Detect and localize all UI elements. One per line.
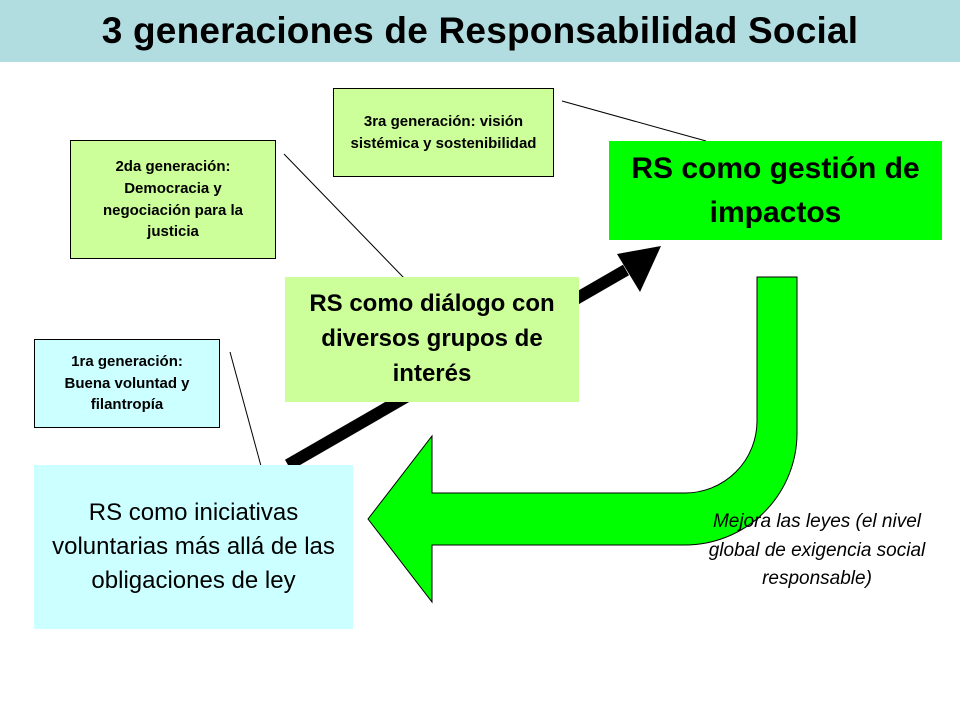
generation-3-label: 3ra generación: visión sistémica y soste…	[333, 88, 554, 177]
page-title: 3 generaciones de Responsabilidad Social	[101, 10, 859, 51]
leader-line-gen1	[229, 351, 262, 467]
generation-1-text: 1ra generación: Buena voluntad y filantr…	[64, 352, 190, 414]
improves-laws-note: Mejora las leyes (el nivel global de exi…	[708, 511, 926, 589]
progression-arrowhead-icon	[617, 246, 661, 292]
generation-1-label: 1ra generación: Buena voluntad y filantr…	[34, 339, 220, 428]
generation-2-label: 2da generación: Democracia y negociación…	[70, 140, 276, 259]
stage-stakeholder-dialogue: RS como diálogo con diversos grupos de i…	[285, 277, 579, 402]
title-bar: 3 generaciones de Responsabilidad Social	[0, 0, 960, 62]
stage-voluntary-initiatives: RS como iniciativas voluntarias más allá…	[34, 465, 353, 629]
stage-voluntary-initiatives-text: RS como iniciativas voluntarias más allá…	[52, 498, 335, 595]
generation-3-text: 3ra generación: visión sistémica y soste…	[350, 112, 537, 152]
leader-line-gen2	[283, 153, 405, 279]
stage-stakeholder-dialogue-text: RS como diálogo con diversos grupos de i…	[309, 290, 555, 387]
generation-2-text: 2da generación: Democracia y negociación…	[102, 158, 244, 241]
feedback-arrow-icon	[367, 276, 798, 604]
leader-line-gen3	[561, 100, 707, 142]
stage-impact-management-text: RS como gestión de impactos	[631, 152, 920, 229]
stage-impact-management: RS como gestión de impactos	[609, 141, 942, 240]
